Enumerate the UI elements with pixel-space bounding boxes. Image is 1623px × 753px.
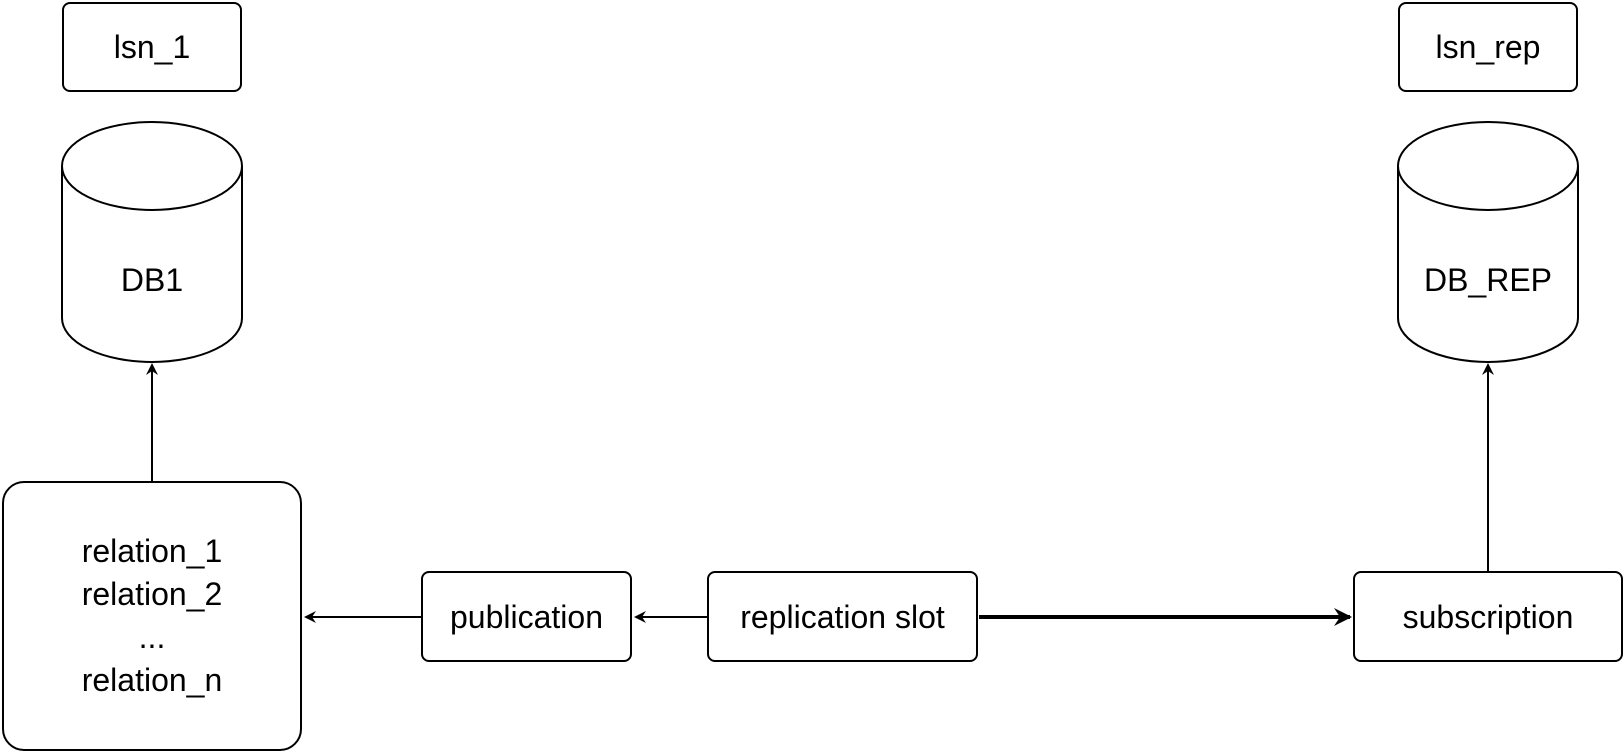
db1-label: DB1 <box>120 262 184 298</box>
lsn-1-label: lsn_1 <box>113 29 191 65</box>
relations-box: relation_1 relation_2 ... relation_n <box>2 481 302 751</box>
relation-item: ... <box>138 619 166 655</box>
publication-box: publication <box>421 571 632 662</box>
subscription-label: subscription <box>1402 598 1574 635</box>
relation-item: relation_2 <box>81 576 223 612</box>
lsn-rep-label: lsn_rep <box>1435 29 1541 65</box>
db1-cylinder <box>61 121 243 363</box>
db-rep-label: DB_REP <box>1423 262 1553 298</box>
relation-item: relation_1 <box>81 533 223 569</box>
relation-item: relation_n <box>81 662 223 698</box>
lsn-1-box: lsn_1 <box>62 2 242 92</box>
replication-slot-label: replication slot <box>740 598 945 635</box>
db-rep-label-wrap: DB_REP <box>1398 250 1578 310</box>
publication-label: publication <box>450 598 603 635</box>
lsn-rep-box: lsn_rep <box>1398 2 1578 92</box>
subscription-box: subscription <box>1353 571 1623 662</box>
db1-label-wrap: DB1 <box>62 250 242 310</box>
db-rep-cylinder <box>1397 121 1579 363</box>
replication-slot-box: replication slot <box>707 571 978 662</box>
relations-list: relation_1 relation_2 ... relation_n <box>82 530 223 702</box>
